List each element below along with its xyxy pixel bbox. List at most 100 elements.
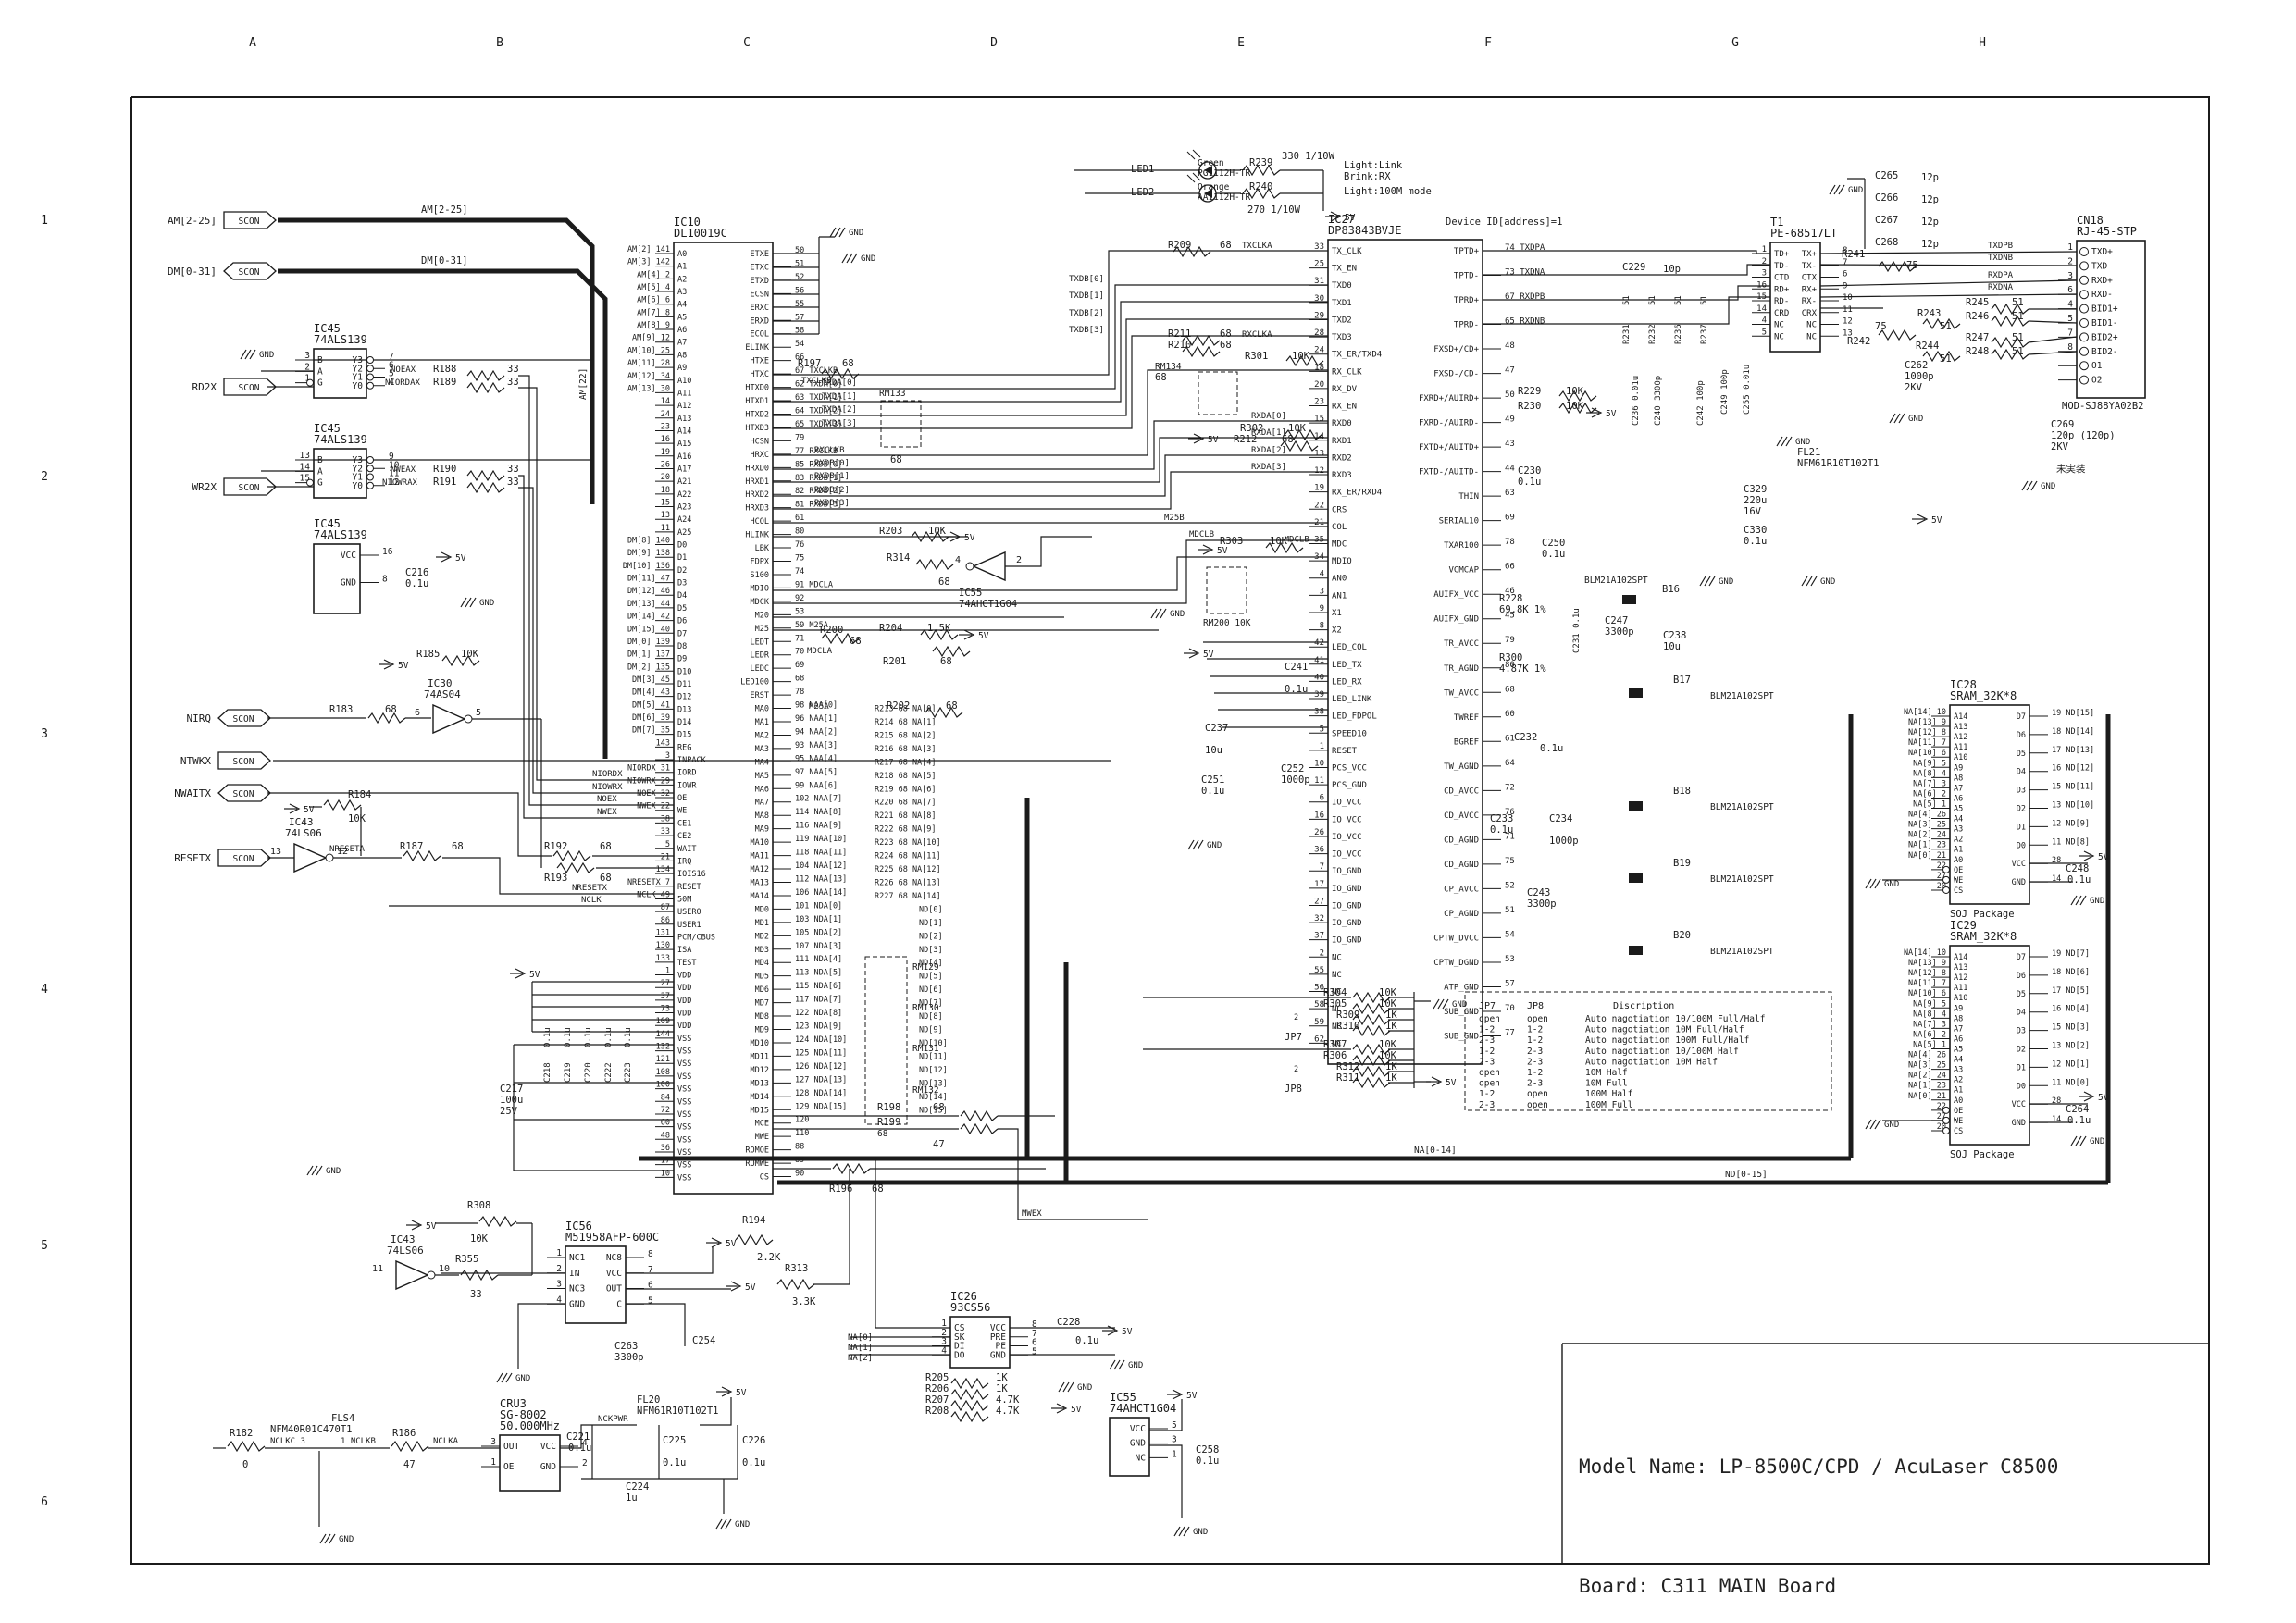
pin-number: 118 NAA[11] [795,849,847,858]
pin-number: 55 [1314,966,1324,975]
pin-number: 40 [1314,673,1324,682]
pin-net: ND[11] [919,1052,948,1061]
IC45-body [313,543,361,614]
gnd-symbol [244,349,252,360]
pin-name: A9 [677,364,687,373]
net-label: 10K [1379,1039,1397,1050]
grid-letter: B [496,36,503,50]
pin-name: RXD0 [1332,419,1352,428]
gnd-symbol [2026,480,2033,491]
pin-number: 53 [1505,955,1515,964]
pin-name: D9 [677,655,687,664]
pin-net: ND[15] [919,1106,948,1115]
pin-name: NC1 [569,1253,585,1263]
inverting-bubble [965,562,974,571]
pin-number: 34 [1314,552,1324,562]
pin-name: Y1 [353,373,364,383]
pin-name: IO_VCC [1332,850,1362,860]
net-label: C228 [1057,1317,1080,1328]
net-label: C221 [566,1431,590,1443]
pin-number: 16 ND[4] [2052,1005,2090,1014]
pin-number: NA[13] 9 [1908,959,1946,968]
pin-number: 6 [1032,1338,1037,1348]
net-label: 68 [940,656,952,667]
net-label: R245 [1966,297,1989,308]
gnd-symbol [1898,413,1905,424]
pin-name: A6 [1954,1035,1963,1044]
pin-number: 20 [1937,882,1946,891]
pin-name: MDCK [751,598,770,607]
pin-name: ATP_GND [1444,983,1479,992]
gnd-label: GND [861,254,875,264]
pin-name: LED100 [740,678,769,688]
pin-number: 56 [1314,984,1324,993]
pin-name: A5 [677,313,687,322]
resistor-symbol [1182,334,1221,347]
net-label: JP7 [1285,1032,1302,1043]
pin-net: ND[6] [919,985,943,995]
pwr-arrow [1193,433,1205,444]
ferrite-bead [1622,595,1636,604]
jp-table-cell: open [1527,1100,1548,1110]
pin-number: 126 NDA[12] [795,1062,847,1072]
grid-letter: F [1484,36,1492,50]
pin-name: LED_LINK [1332,695,1372,704]
gnd-label: GND [849,229,863,238]
net-label: R230 [1518,401,1541,412]
net-label: C217 [500,1084,523,1095]
pin-net: ND[9] [919,1026,943,1035]
pin-number: 87 [661,903,670,912]
jp-table-cell: 1-2 [1479,1047,1495,1057]
pin-name: MA2 [755,731,769,740]
pin-net: ND[14] [919,1093,948,1102]
net-label: R205 [925,1372,949,1383]
pin-number: AM[2] 141 [627,245,670,254]
net-label: 51 [1622,295,1632,305]
net-label: 0.1u [1490,824,1513,836]
pin-number: 23 [661,422,670,431]
inverting-bubble [1942,1126,1950,1134]
resistor-symbol [466,381,505,394]
pin-number: 26 [661,460,670,469]
pin-number: 121 [656,1055,670,1064]
inverting-bubble [1942,875,1950,884]
net-label: RXDB[1] [814,472,850,481]
pwr-arrow [1188,648,1200,659]
pin-number: 21 [1314,518,1324,527]
led-triangle [1204,189,1212,198]
gnd-symbol [829,227,837,238]
net-label: RXDA[2] [1251,446,1286,455]
pin-number: 14 [661,397,670,406]
net-label: RXDA[1] [1251,428,1286,438]
gnd-symbol [460,597,467,608]
jp-table-cell: 1-2 [1527,1025,1543,1035]
pin-number: 47 [1505,366,1515,376]
pin-name: RX_DV [1332,385,1358,394]
pin-number: 74 [795,567,804,576]
IC28-body [1949,704,2030,905]
pin-name: D4 [2017,1009,2026,1018]
pin-number: 11 [389,469,400,479]
net-label: TXDB[2] [1069,309,1104,318]
pin-number: 2 [1320,948,1324,958]
net-label: TXCLKA [1242,242,1272,251]
pin-number: 13 ND[2] [2052,1042,2090,1051]
resistor-symbol [1922,317,1961,330]
pin-name: HRXD0 [745,464,769,473]
gnd-symbol [715,1518,723,1530]
pin-name: MA10 [751,838,769,848]
jumper-table-box [1464,991,1832,1111]
pin-number: 119 NAA[10] [795,835,847,844]
net-label: 10K [1292,351,1310,362]
pin-name: GND [2012,1119,2026,1128]
net-label: 0.1u [2067,1115,2091,1126]
net-label: 0.1u [2067,874,2091,886]
pin-number: 128 NDA[14] [795,1089,847,1098]
inverting-bubble [306,478,314,487]
IC56-body [565,1245,627,1324]
pwr-label: 5V [1203,650,1214,660]
pin-name: OE [677,794,687,803]
pin-number: DM[12] 46 [627,587,670,596]
jp-table-cell: 1-2 [1527,1035,1543,1046]
gnd-symbol [1173,1526,1181,1537]
